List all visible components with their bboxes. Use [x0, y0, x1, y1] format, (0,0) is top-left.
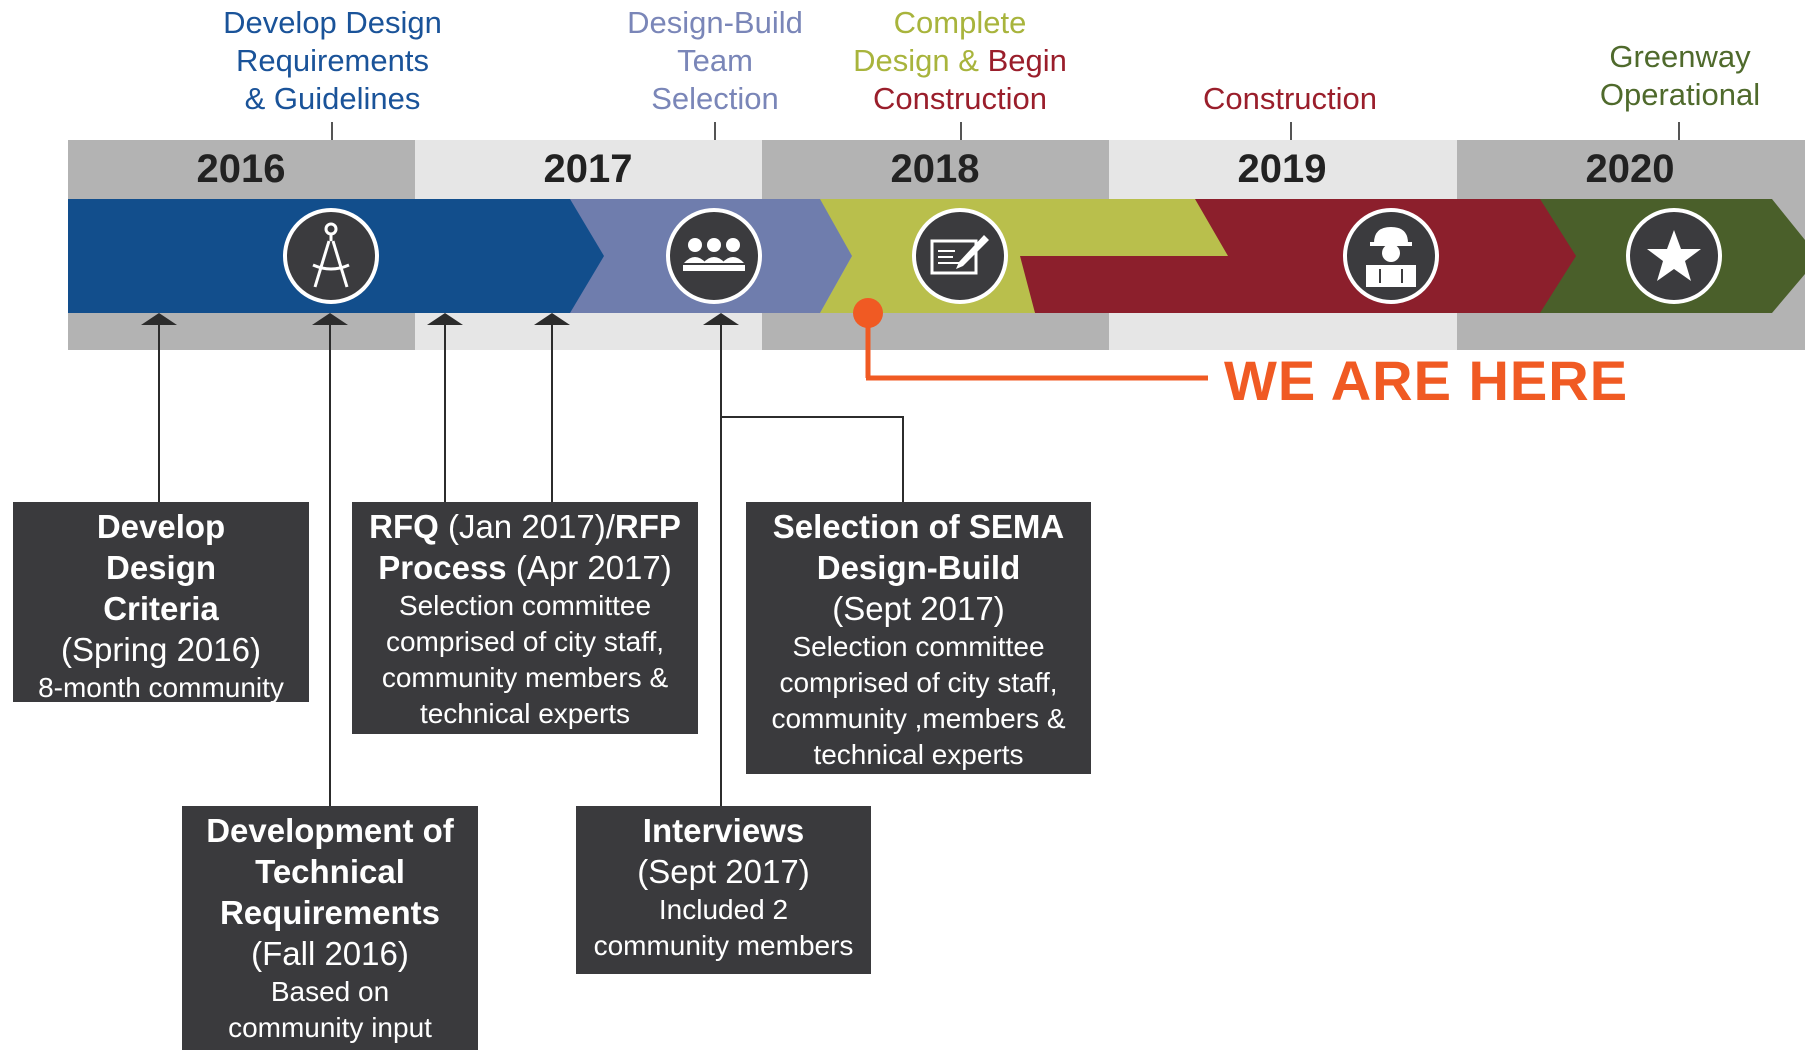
arrowhead — [141, 313, 177, 325]
connector-line — [720, 416, 904, 418]
phase-tick — [1290, 122, 1292, 140]
phase-label-design-requirements: Develop Design Requirements & Guidelines — [200, 4, 465, 118]
box-desc: Selection committee — [792, 631, 1045, 662]
box-date: (Fall 2016) — [251, 935, 409, 972]
arrowhead — [427, 313, 463, 325]
phase-label-line: Operational — [1599, 77, 1761, 112]
worker-icon — [1343, 208, 1439, 304]
box-title: Technical — [255, 853, 405, 890]
box-desc: Based on — [270, 976, 390, 1007]
we-are-here-label: WE ARE HERE — [1224, 349, 1629, 412]
box-interviews: Interviews (Sept 2017) Included 2 commun… — [576, 806, 871, 974]
phase-label-line: Complete — [893, 5, 1027, 40]
phase-label-part: Design & — [853, 43, 979, 78]
phase-label-line: Construction — [872, 81, 1048, 116]
connector-line — [551, 324, 553, 502]
arrowhead — [312, 313, 348, 325]
box-desc: community members — [593, 930, 854, 961]
box-title: RFQ (Jan 2017)/RFP — [352, 506, 698, 547]
phase-label-line: Design-Build — [627, 5, 803, 40]
box-desc: community ,members & — [771, 703, 1066, 734]
phase-tick — [714, 122, 716, 140]
box-rfq-rfp: RFQ (Jan 2017)/RFP Process (Apr 2017) Se… — [352, 502, 698, 734]
connector-line — [902, 416, 904, 502]
contract-icon — [912, 208, 1008, 304]
connector-line — [720, 324, 722, 806]
box-date: (Sept 2017) — [637, 853, 810, 890]
star-icon — [1626, 208, 1722, 304]
year-label: 2019 — [1237, 147, 1327, 191]
year-label: 2016 — [196, 147, 286, 191]
box-technical-requirements: Development of Technical Requirements (F… — [182, 806, 478, 1050]
phase-label-line: Requirements — [236, 43, 429, 78]
box-date: (Sept 2017) — [832, 590, 1005, 627]
box-desc: technical experts — [813, 739, 1024, 770]
box-title: Selection of SEMA — [772, 508, 1065, 545]
phase-label-part: Begin — [987, 43, 1067, 78]
phase-tick — [960, 122, 962, 140]
phase-label-team-selection: Design-Build Team Selection — [600, 4, 830, 118]
box-title: Requirements — [219, 894, 441, 931]
box-design-criteria: Develop Design Criteria (Spring 2016) 8-… — [13, 502, 309, 739]
connector-line — [444, 324, 446, 502]
box-date: (Spring 2016) — [61, 631, 261, 668]
box-title: Process (Apr 2017) — [352, 547, 698, 588]
box-desc: community members & — [381, 662, 669, 693]
box-desc: technical experts — [419, 698, 631, 729]
phase-tick — [331, 122, 333, 140]
box-desc: community input — [228, 1012, 432, 1043]
arrowhead — [703, 313, 739, 325]
box-title-bold: RFP — [614, 508, 681, 545]
year-label: 2017 — [543, 147, 633, 191]
box-desc: comprised of city staff, — [779, 667, 1058, 698]
arrow-olive — [800, 199, 1228, 313]
box-title-rest: (Jan 2017)/ — [438, 508, 615, 545]
phase-label-line: Develop Design — [223, 5, 442, 40]
phase-label-complete-design: Complete Design & Begin Construction — [830, 4, 1090, 118]
box-selection-sema: Selection of SEMA Design-Build (Sept 201… — [746, 502, 1091, 774]
box-title-bold: RFQ — [369, 508, 439, 545]
box-title: Interviews — [642, 812, 805, 849]
phase-label-line: Selection — [651, 81, 779, 116]
box-desc: Selection committee — [398, 590, 652, 621]
phase-label-line: Design & Begin — [830, 42, 1090, 80]
phase-label-line: Construction — [1202, 81, 1378, 116]
phase-label-line: Greenway — [1609, 39, 1751, 74]
year-label: 2020 — [1585, 147, 1675, 191]
connector-line — [158, 324, 160, 502]
team-icon — [666, 208, 762, 304]
connector-line — [329, 324, 331, 806]
box-desc: 8-month community — [38, 672, 284, 703]
box-title: Design-Build — [816, 549, 1021, 586]
box-desc: comprised of city staff, — [385, 626, 665, 657]
phase-label-greenway: Greenway Operational — [1585, 38, 1775, 114]
box-title: Develop Design Criteria — [96, 508, 226, 627]
phase-label-line: Team — [677, 43, 753, 78]
box-desc: Included 2 — [658, 894, 789, 925]
year-label: 2018 — [890, 147, 980, 191]
box-title-rest: (Apr 2017) — [506, 549, 672, 586]
arrowhead — [534, 313, 570, 325]
box-desc: process — [111, 708, 211, 739]
box-title: Development of — [206, 812, 454, 849]
phase-tick — [1678, 122, 1680, 140]
phase-label-construction: Construction — [1180, 80, 1400, 118]
box-title-bold: Process — [378, 549, 507, 586]
phase-label-line: & Guidelines — [244, 81, 421, 116]
compass-icon — [283, 208, 379, 304]
